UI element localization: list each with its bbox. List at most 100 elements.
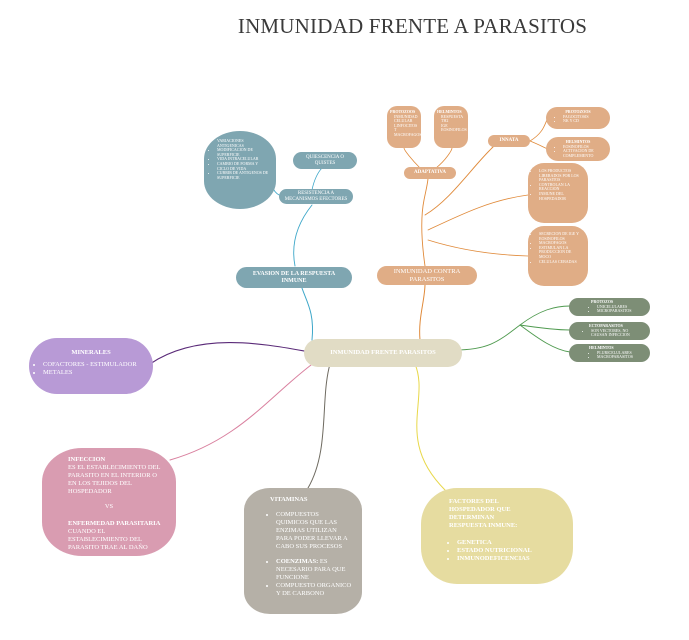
minerales-list: COFACTORES - ESTIMULADOR METALES xyxy=(37,361,145,377)
innata-label: INNATA xyxy=(499,138,519,143)
evasion-detail-list: VARIACIONES ANTIGENICASMODIFICACION DE S… xyxy=(210,138,270,180)
minerales-node: MINERALES COFACTORES - ESTIMULADOR METAL… xyxy=(29,338,153,394)
innata-protozoos-node: PROTOZOOS FAGOCITOSISNK Y CD xyxy=(546,107,610,129)
adaptativa-helmintos-item: EOSINOFILOS xyxy=(441,128,467,133)
innata-helmintos-node: HELMINTOS EOSINOFILOSACTIVACION DE COMPL… xyxy=(546,137,610,161)
infeccion-vs: VS xyxy=(104,503,114,510)
infeccion-text: ES EL ESTABLECIMIENTO DEL PARASITO EN EL… xyxy=(68,464,161,495)
infeccion-text2: CUANDO EL ESTABLECIMIENTO DEL PARASITO T… xyxy=(68,528,148,551)
factores-item: INMUNODEFICENCIAS xyxy=(457,555,563,563)
evasion-detail-item: VIDA INTRACELULAR xyxy=(217,157,270,162)
parasito-helmintos-node: HELMINTOS PLURICELULARES MACROPARASITOS xyxy=(569,344,650,362)
parasito-ectoparasitos-node: ECTOPARASITOS SON VECTORES, NO CAUSAN IN… xyxy=(569,322,650,340)
connector-center-factores xyxy=(414,363,446,491)
connector-parasitos-3 xyxy=(519,324,571,353)
connector-innata-prot xyxy=(529,117,549,142)
connector-center-vitaminas xyxy=(307,363,331,489)
parasito-ectoparasitos-item: SON VECTORES, NO CAUSAN INFECCION xyxy=(591,328,644,338)
adaptativa-helmintos-list: RESPUESTA TH2IGEEOSINOFILOS xyxy=(437,114,467,133)
minerales-item: COFACTORES - ESTIMULADOR xyxy=(43,361,145,369)
connector-center-inmunidad xyxy=(419,283,426,341)
parasito-helmintos-list: PLURICELULARES MACROPARASITOS xyxy=(575,350,644,360)
factores-title: FACTORES DEL HOSPEDADOR QUE DETERMINAN R… xyxy=(449,498,518,529)
evasion-detail-item: CAMBIO DE FORMA Y CICLO DE VIDA xyxy=(217,161,270,171)
resistance-label: RESISTENCIA A MECANISMOS EFECTORES xyxy=(284,190,348,202)
innata-protozoos-item: FAGOCITOSIS xyxy=(563,114,605,120)
vitaminas-coenzimas-title: COENZIMAS: xyxy=(276,558,319,565)
innata-helmintos-title: HELMINTOS xyxy=(565,139,591,144)
evasion-detail-item: CUBRIR DE ANTIGENOS DE SUPERFICIE xyxy=(217,170,270,180)
connector-inmunidad-adaptativa xyxy=(421,177,429,267)
connector-adaptativa-helm xyxy=(435,147,453,169)
parasito-protozos-item: MICROPARASITOS xyxy=(597,309,644,314)
diagram-title-text: INMUNIDAD FRENTE A PARASITOS xyxy=(237,14,588,38)
inmunidad-node: INMUNIDAD CONTRA PARASITOS xyxy=(377,266,477,285)
adaptativa-label: ADAPTATIVA xyxy=(414,170,446,175)
vitaminas-title: VITAMINAS xyxy=(270,496,308,503)
evasion-detail-node: VARIACIONES ANTIGENICASMODIFICACION DE S… xyxy=(204,131,276,209)
infeccion-title2: ENFERMEDAD PARASITARIA xyxy=(68,520,161,527)
connector-center-minerales xyxy=(149,342,311,365)
adaptativa-protozoos-list: INMUNIDAD CELULARLINFOCITOS TMACROFAGOS xyxy=(390,114,421,138)
vitaminas-item: COMPUESTO ORGANICO Y DE CARBONO xyxy=(276,582,352,598)
adaptativa-protozoos-item: MACROFAGOS xyxy=(394,132,421,138)
center-node: INMUNIDAD FRENTE PARASITOS xyxy=(304,339,462,367)
parasito-protozos-node: PROTOZOS UNICELULARES MICROPARASITOS xyxy=(569,298,650,316)
vitaminas-item-text: COMPUESTO ORGANICO Y DE CARBONO xyxy=(276,582,352,597)
parasito-ectoparasitos-title: ECTOPARASITOS xyxy=(589,323,623,328)
cysts-label: QUIESCENCIA O QUISTES xyxy=(306,154,344,166)
innata-node: INNATA xyxy=(488,135,530,147)
adaptativa-protozoos-node: PROTOZOOS INMUNIDAD CELULARLINFOCITOS TM… xyxy=(387,106,421,148)
inmunidad-box2-item: MACROFAGOS xyxy=(539,241,584,246)
connector-center-infeccion xyxy=(169,361,316,461)
parasito-protozos-item: UNICELULARES xyxy=(597,304,644,310)
adaptativa-protozoos-title: PROTOZOOS xyxy=(390,109,416,114)
parasito-protozos-title: PROTOZOS xyxy=(591,299,614,304)
innata-helmintos-list: EOSINOFILOSACTIVACION DE COMPLEMENTO xyxy=(551,144,605,159)
infeccion-node: INFECCION ES EL ESTABLECIMIENTO DEL PARA… xyxy=(42,448,176,556)
diagram-title: INMUNIDAD FRENTE A PARASITOS xyxy=(0,14,689,39)
parasito-helmintos-title: HELMINTOS xyxy=(589,345,614,350)
evasion-node: EVASION DE LA RESPUESTA INMUNE xyxy=(236,267,352,288)
inmunidad-box2-node: SECRECION DE IGE Y EOSINOFILOSMACROFAGOS… xyxy=(528,226,588,286)
parasito-helmintos-item: MACROPARASITOS xyxy=(597,355,644,360)
inmunidad-box2-item: CELULAS CEBADAS xyxy=(539,259,584,265)
parasito-helmintos-item: PLURICELULARES xyxy=(597,350,644,356)
innata-protozoos-title: PROTOZOOS xyxy=(565,109,591,114)
center-node-label: INMUNIDAD FRENTE PARASITOS xyxy=(330,349,436,356)
inmunidad-box2-list: SECRECION DE IGE Y EOSINOFILOSMACROFAGOS… xyxy=(532,231,584,265)
vitaminas-item: COMPUESTOS QUIMICOS QUE LAS ENZIMAS UTIL… xyxy=(276,511,352,551)
connector-adaptativa-prot xyxy=(403,147,421,169)
inmunidad-box2-item: SECRECION DE IGE Y EOSINOFILOS xyxy=(539,231,584,241)
inmunidad-box1-item: CONTROLAN LA REACCION xyxy=(539,182,584,192)
inmunidad-box1-list: LOS PRODUCTOS LIBERADOS POR LOS PARASITO… xyxy=(532,168,584,201)
connector-parasitos-2 xyxy=(519,324,571,331)
connector-inmunidad-box2 xyxy=(427,239,529,257)
evasion-detail-item: VARIACIONES ANTIGENICAS xyxy=(217,138,270,148)
inmunidad-box1-node: LOS PRODUCTOS LIBERADOS POR LOS PARASITO… xyxy=(528,163,588,223)
vitaminas-node: VITAMINAS COMPUESTOS QUIMICOS QUE LAS EN… xyxy=(244,488,362,614)
inmunidad-box1-item: LOS PRODUCTOS LIBERADOS POR LOS PARASITO… xyxy=(539,168,584,183)
inmunidad-node-label: INMUNIDAD CONTRA PARASITOS xyxy=(393,268,461,283)
innata-helmintos-item: ACTIVACION DE COMPLEMENTO xyxy=(563,148,605,158)
connector-center-parasitos xyxy=(454,305,571,351)
adaptativa-protozoos-item: LINFOCITOS T xyxy=(394,123,418,133)
parasito-ectoparasitos-list: SON VECTORES, NO CAUSAN INFECCION xyxy=(575,328,644,338)
vitaminas-coenzimas-item: COENZIMAS: ES NECESARIO PARA QUE FUNCION… xyxy=(276,558,352,582)
connector-center-evasion xyxy=(299,281,314,341)
vitaminas-list: COMPUESTOS QUIMICOS QUE LAS ENZIMAS UTIL… xyxy=(270,511,352,598)
adaptativa-helmintos-item: IGE xyxy=(441,123,465,129)
adaptativa-node: ADAPTATIVA xyxy=(404,167,456,179)
minerales-title: MINERALES xyxy=(71,349,111,356)
evasion-node-label: EVASION DE LA RESPUESTA INMUNE xyxy=(252,270,336,284)
parasito-protozos-list: UNICELULARES MICROPARASITOS xyxy=(575,304,644,314)
factores-list: GENETICA ESTADO NUTRICIONAL INMUNODEFICE… xyxy=(449,539,563,563)
infeccion-title: INFECCION xyxy=(68,456,106,463)
cysts-node: QUIESCENCIA O QUISTES xyxy=(293,152,357,169)
inmunidad-box2-item: ESTIMULAN LA PRODUCCION DE MOCO xyxy=(539,245,584,260)
adaptativa-protozoos-item: INMUNIDAD CELULAR xyxy=(394,114,418,124)
resistance-node: RESISTENCIA A MECANISMOS EFECTORES xyxy=(279,189,353,204)
factores-node: FACTORES DEL HOSPEDADOR QUE DETERMINAN R… xyxy=(421,488,573,584)
evasion-detail-item: MODIFICACION DE SUPERFICIE xyxy=(217,147,270,157)
